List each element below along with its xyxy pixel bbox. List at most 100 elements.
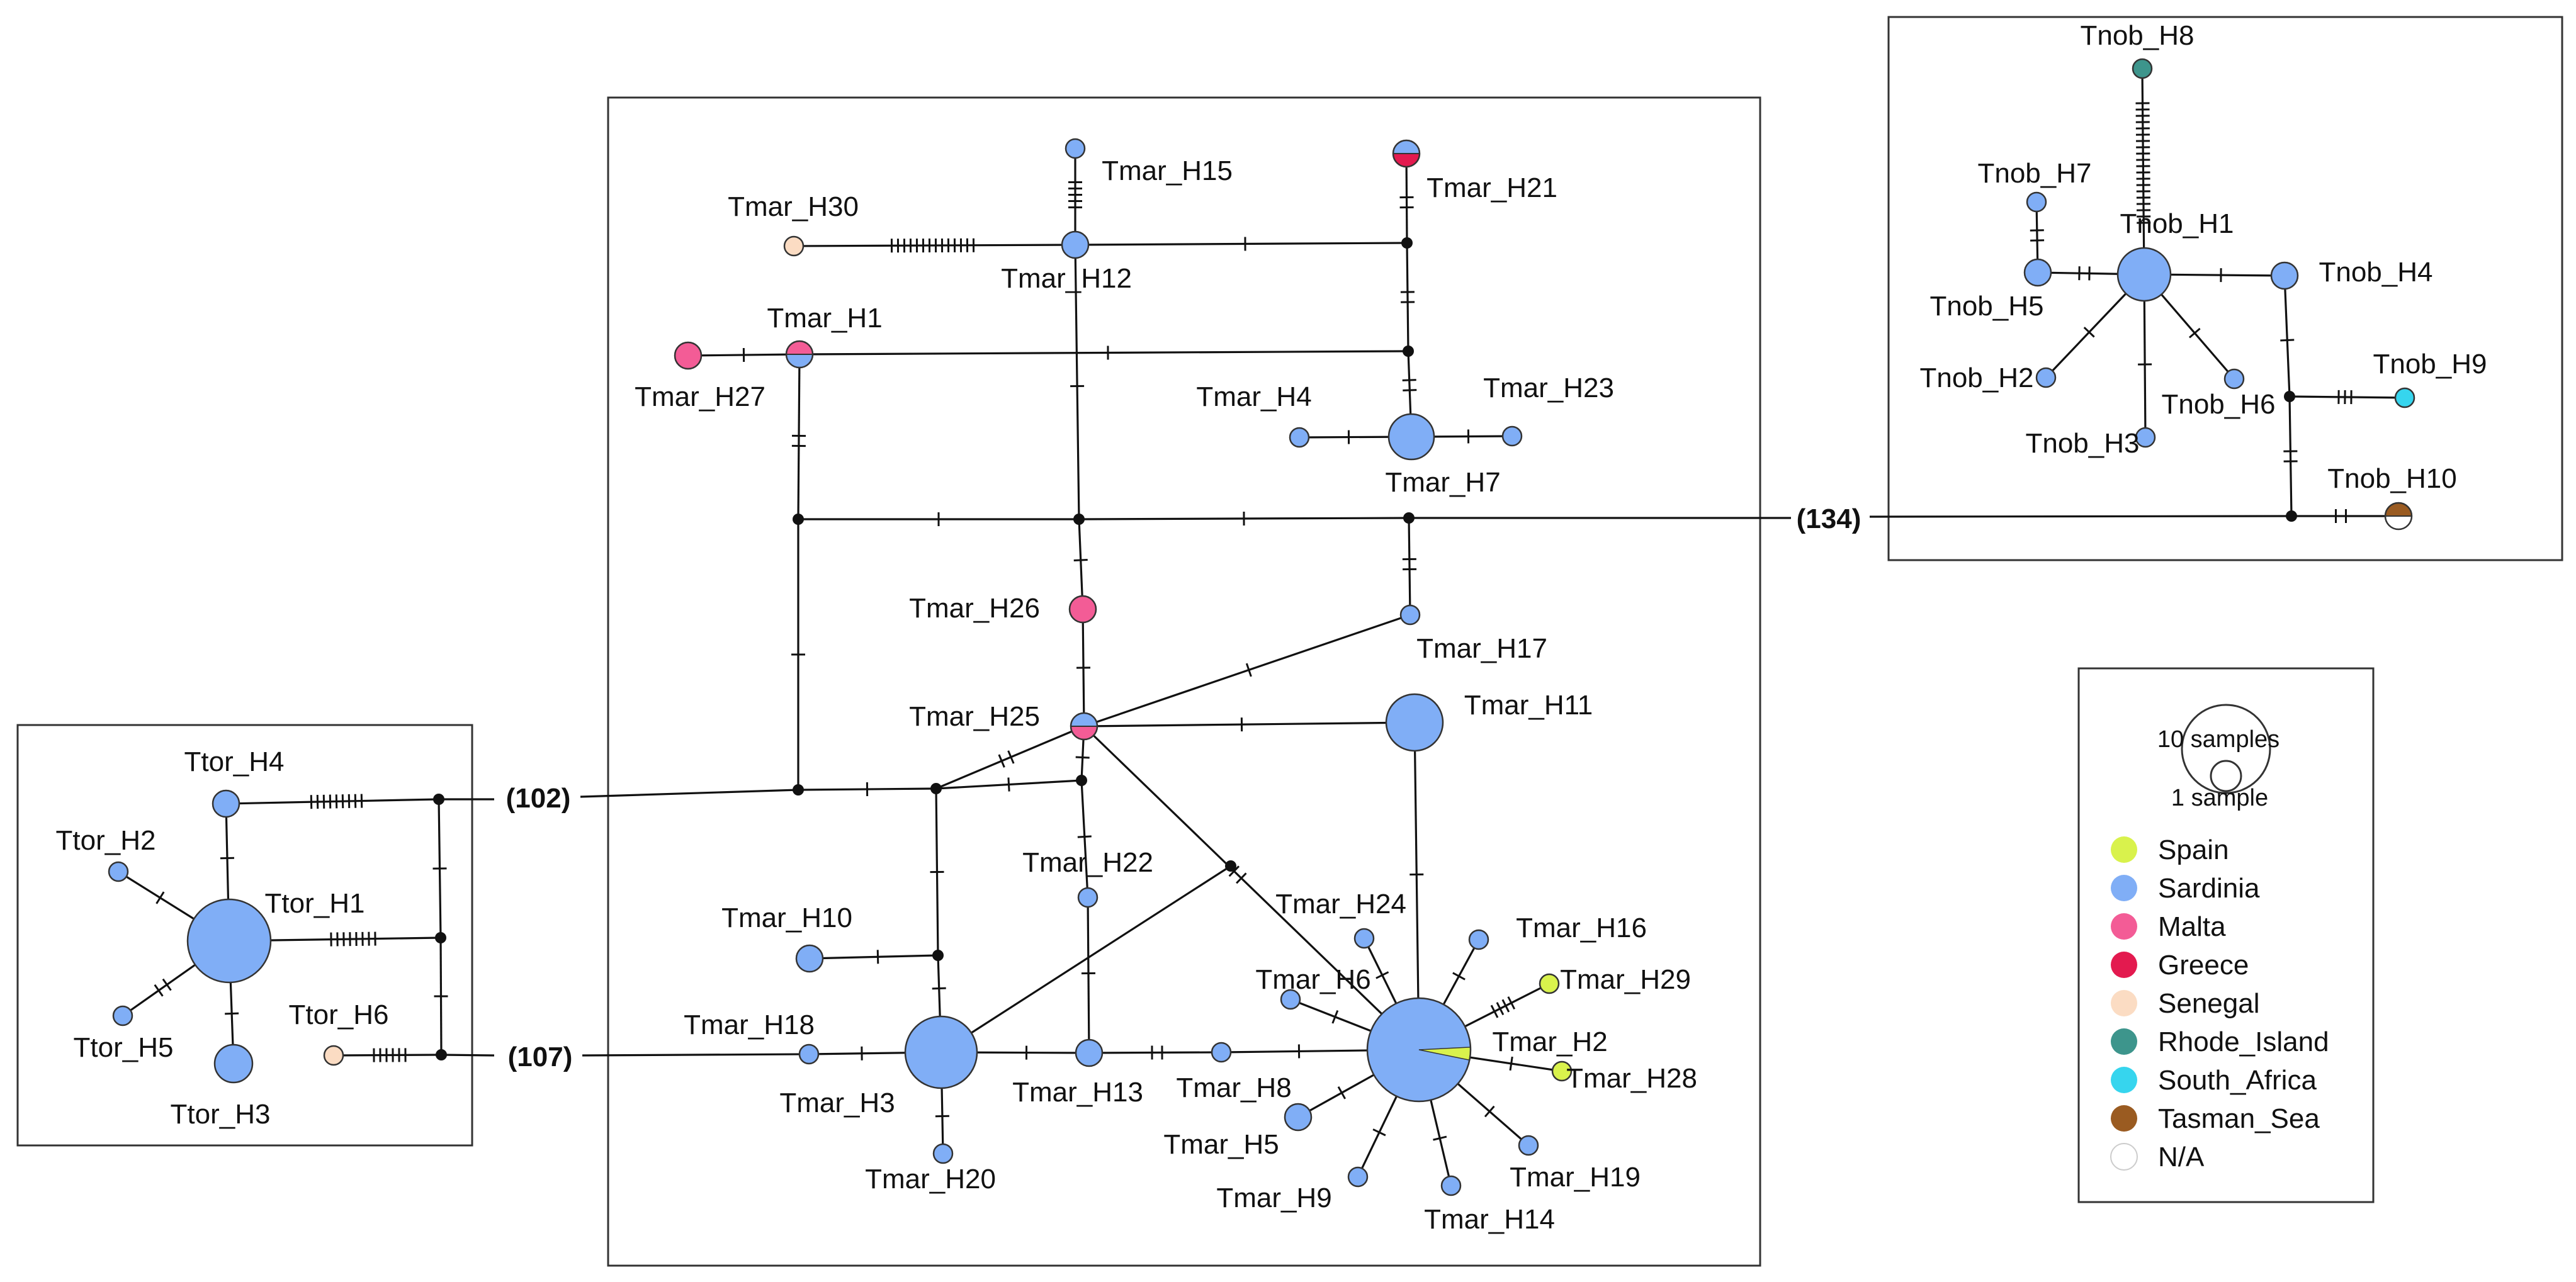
median-vector-dot	[1401, 237, 1413, 249]
pie-outline	[1366, 997, 1472, 1103]
pie-outline	[1070, 712, 1099, 741]
legend-entry: Sardinia	[2111, 873, 2260, 904]
haplotype-node-tmar-h7	[1387, 413, 1435, 461]
haplotype-node-tmar-h4	[1289, 427, 1310, 448]
haplotype-node-tnob-h10	[2384, 502, 2413, 531]
pie-slice	[186, 898, 272, 984]
haplotype-node-tmar-h12	[1061, 230, 1090, 259]
group-connector-line	[580, 789, 799, 798]
network-edge	[1088, 1051, 1222, 1054]
mutation-tick	[1496, 1002, 1505, 1016]
pie-slice	[108, 861, 129, 882]
haplotype-label: Tmar_H22	[1022, 847, 1153, 878]
network-edge	[1074, 244, 1080, 520]
pie-slice	[1440, 1175, 1462, 1196]
haplotype-node-tmar-h14	[1440, 1175, 1462, 1196]
median-vector-dot	[2284, 391, 2295, 402]
legend-swatch	[2111, 1105, 2137, 1132]
mutation-tick	[1452, 972, 1466, 981]
haplotype-label: Tmar_H2	[1492, 1026, 1607, 1057]
pie-slice	[1211, 1042, 1232, 1063]
pie-slice	[1071, 726, 1097, 739]
mutation-tick	[1507, 996, 1516, 1010]
haplotype-node-ttor-h2	[108, 861, 129, 882]
network-edge	[935, 725, 1085, 790]
pie-slice	[2035, 367, 2057, 388]
network-edge	[1075, 242, 1408, 246]
distance-label: (134)	[1797, 503, 1861, 534]
mutation-tick	[998, 754, 1005, 768]
haplotype-node-tmar-h28	[1551, 1060, 1573, 1082]
pie-slice	[2135, 427, 2156, 448]
network-edge	[799, 350, 1409, 356]
mutation-tick	[1509, 1056, 1513, 1071]
mutation-tick	[1077, 835, 1092, 838]
pie-slice	[798, 1043, 820, 1065]
median-vector-dot	[1073, 514, 1085, 525]
median-vector-dot	[2286, 510, 2297, 522]
legend-entry: South_Africa	[2111, 1065, 2317, 1096]
haplotype-node-tmar-h20	[932, 1143, 954, 1164]
legend-swatch	[2110, 1143, 2138, 1171]
haplotype-label: Tmar_H7	[1385, 467, 1500, 498]
haplotype-node-tmar-h26	[1068, 595, 1097, 624]
haplotype-node-tmar-h15	[1065, 138, 1086, 159]
median-vector-dot	[932, 950, 944, 961]
haplotype-label: Tmar_H29	[1560, 964, 1691, 995]
pie-slice	[2385, 503, 2412, 516]
haplotype-label: Tnob_H7	[1977, 158, 2091, 189]
haplotype-label: Tmar_H17	[1416, 633, 1547, 664]
haplotype-label: Tmar_H21	[1426, 172, 1557, 203]
haplotype-label: Tnob_H4	[2319, 257, 2432, 288]
network-edge	[225, 798, 439, 805]
median-vector-dot	[1403, 512, 1415, 524]
pie-slice	[1280, 989, 1301, 1010]
pie-slice	[786, 354, 813, 368]
haplotype-node-tmar-h21	[1392, 139, 1421, 168]
haplotype-node-ttor-h5	[112, 1005, 133, 1026]
legend-label: N/A	[2158, 1142, 2205, 1172]
haplotype-label: Tnob_H3	[2025, 428, 2139, 459]
legend-swatch	[2111, 990, 2137, 1016]
pie-slice	[1075, 1038, 1104, 1067]
haplotype-node-tmar-h1	[785, 340, 814, 369]
network-edge	[2283, 275, 2291, 397]
group-connector-line	[1869, 515, 2292, 518]
haplotype-node-tmar-h17	[1399, 604, 1421, 626]
pie-slice	[1399, 604, 1421, 626]
haplotype-label: Ttor_H6	[289, 999, 389, 1030]
haplotype-label: Ttor_H2	[56, 825, 156, 856]
haplotype-label: Tmar_H19	[1510, 1162, 1641, 1193]
legend-label: South_Africa	[2158, 1065, 2317, 1096]
pie-slice	[795, 944, 824, 973]
pie-slice	[1068, 595, 1097, 624]
pie-slice	[932, 1143, 954, 1164]
haplotype-node-ttor-h6	[323, 1045, 344, 1066]
network-frame	[607, 96, 1761, 1267]
mutation-tick	[1331, 1009, 1339, 1024]
haplotype-node-tmar-h8	[1211, 1042, 1232, 1063]
pie-slice	[1551, 1060, 1573, 1082]
haplotype-node-tnob-h8	[2132, 58, 2153, 79]
haplotype-label: Tmar_H8	[1176, 1072, 1291, 1103]
mutation-tick	[2188, 327, 2201, 339]
pie-slice	[1347, 1166, 1369, 1188]
legend-entry: N/A	[2110, 1142, 2205, 1172]
legend-size-circle-small	[2210, 760, 2242, 792]
haplotype-label: Tmar_H4	[1196, 381, 1311, 412]
pie-slice	[2223, 368, 2245, 390]
legend-size-large-label: 10 samples	[2157, 726, 2279, 753]
haplotype-label: Tmar_H5	[1163, 1129, 1279, 1160]
network-edge	[1413, 722, 1420, 1050]
pie-slice	[2132, 58, 2153, 79]
network-edge	[1083, 721, 1415, 728]
network-edge	[797, 354, 801, 520]
haplotype-label: Tmar_H14	[1424, 1204, 1555, 1235]
median-vector-dot	[1225, 860, 1236, 872]
haplotype-label: Tnob_H9	[2373, 349, 2487, 380]
mutation-tick	[1228, 865, 1240, 877]
mutation-tick	[2083, 327, 2095, 338]
haplotype-label: Tmar_H11	[1464, 690, 1593, 721]
haplotype-label: Tmar_H26	[909, 593, 1040, 624]
haplotype-label: Tmar_H13	[1012, 1077, 1143, 1108]
